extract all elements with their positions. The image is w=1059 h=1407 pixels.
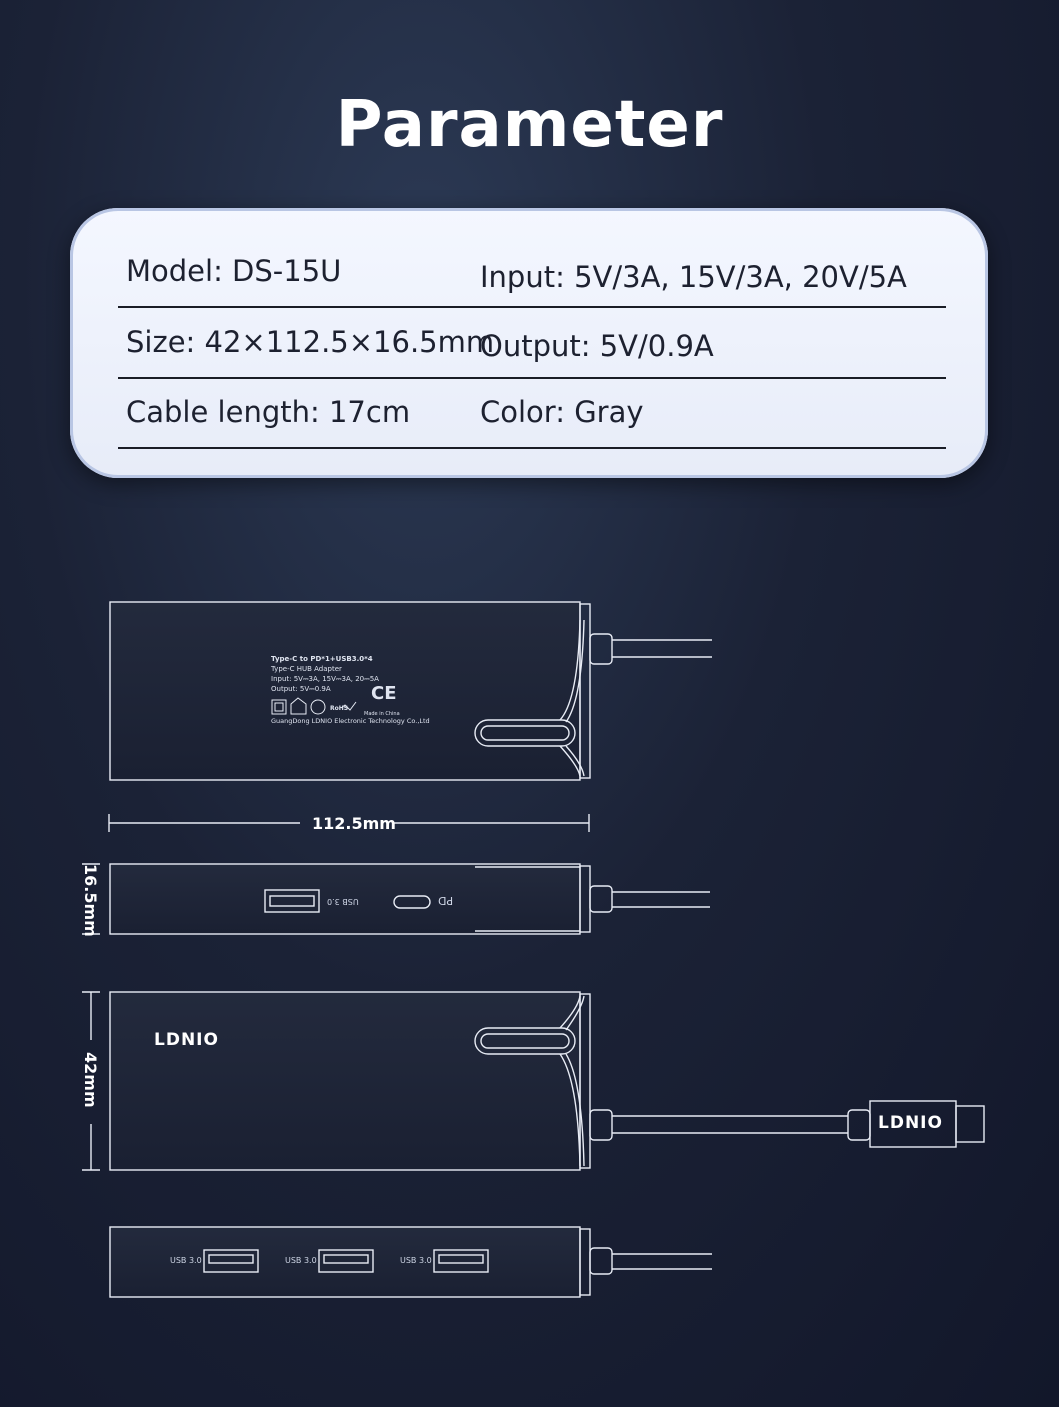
spec-output: Output: 5V/0.9A (480, 329, 714, 363)
front-usb-label-3: USB 3.0 (400, 1256, 432, 1265)
front-usb-label-1: USB 3.0 (170, 1256, 202, 1265)
side-view-cable-neck (589, 885, 613, 913)
side-view-body (109, 863, 581, 935)
back-view (109, 601, 712, 781)
top-view (109, 991, 985, 1171)
back-view-body (109, 601, 581, 781)
made-in-label: Made in China (364, 711, 400, 717)
top-view-cable-neck (589, 1109, 613, 1141)
back-label-line3: Input: 5V⎓3A, 15V⎓3A, 20⎓5A (271, 675, 379, 683)
ce-mark: CE (371, 683, 397, 704)
front-view-cap (579, 1228, 591, 1296)
spec-color: Color: Gray (480, 395, 644, 429)
rohs-mark: RoHS (330, 705, 349, 712)
length-dimension-label: 112.5mm (312, 814, 396, 833)
page-title: Parameter (335, 88, 724, 162)
spec-cable-length: Cable length: 17cm (126, 395, 411, 429)
front-usb-port-3 (433, 1249, 489, 1273)
side-usb-port (264, 889, 320, 913)
spec-row: Size: 42×112.5×16.5mm Output: 5V/0.9A (118, 307, 946, 379)
spec-size: Size: 42×112.5×16.5mm (126, 325, 495, 359)
company-label: GuangDong LDNIO Electronic Technology Co… (271, 717, 430, 725)
spec-model: Model: DS-15U (126, 254, 342, 288)
width-dimension-label: 42mm (81, 1052, 100, 1108)
front-usb-port-2 (318, 1249, 374, 1273)
back-label-line1: Type-C to PD*1+USB3.0*4 (271, 655, 373, 663)
spec-card: Model: DS-15U Input: 5V/3A, 15V/3A, 20V/… (70, 208, 988, 478)
front-view (109, 1226, 712, 1298)
connector-plug (955, 1105, 985, 1143)
back-view-slot (474, 719, 576, 747)
spec-row: Model: DS-15U Input: 5V/3A, 15V/3A, 20V/… (118, 236, 946, 308)
front-usb-port-1 (203, 1249, 259, 1273)
front-view-cable-neck (589, 1247, 613, 1275)
width-dimension-line (82, 991, 100, 1171)
height-dimension-line (82, 863, 100, 935)
back-view-cap (579, 603, 591, 779)
front-view-body (109, 1226, 581, 1298)
connector-neck (847, 1109, 871, 1141)
side-usb-label: USB 3.0 (327, 897, 359, 906)
spec-input: Input: 5V/3A, 15V/3A, 20V/5A (480, 260, 907, 294)
spec-row: Cable length: 17cm Color: Gray (118, 377, 946, 449)
top-view-body (109, 991, 581, 1171)
back-label-line4: Output: 5V⎓0.9A (271, 685, 331, 693)
side-view-cap (579, 865, 591, 933)
front-usb-label-2: USB 3.0 (285, 1256, 317, 1265)
side-typec-port (393, 895, 431, 909)
back-view-cable-neck (589, 633, 613, 665)
device-brand-logo: LDNIO (154, 1030, 219, 1050)
side-view (109, 863, 710, 935)
top-view-slot (474, 1027, 576, 1055)
connector-brand-logo: LDNIO (878, 1113, 943, 1133)
cert-icons (271, 697, 357, 715)
side-pd-label: PD (438, 894, 454, 907)
top-view-cap (579, 993, 591, 1169)
back-label-line2: Type-C HUB Adapter (271, 665, 342, 673)
length-dimension-line (108, 814, 590, 832)
height-dimension-label: 16.5mm (81, 864, 100, 937)
